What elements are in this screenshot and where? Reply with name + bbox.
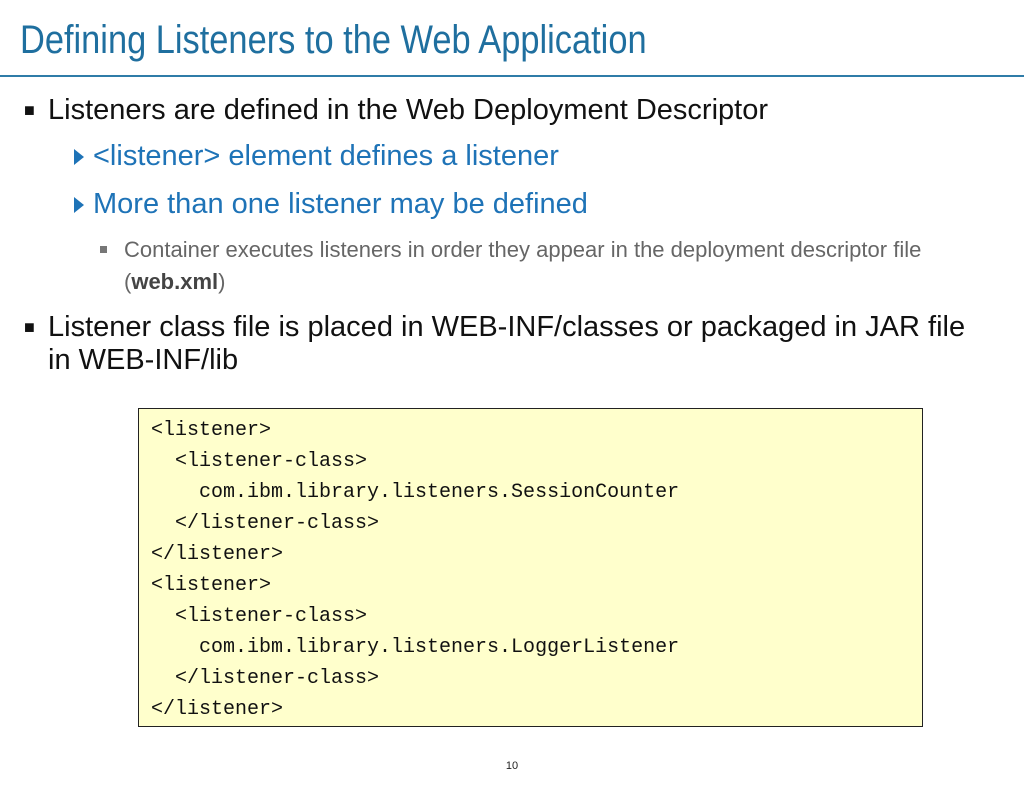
code-line: com.ibm.library.listeners.SessionCounter bbox=[151, 481, 680, 504]
sub-bullet-text: More than one listener may be defined bbox=[93, 188, 588, 220]
sub-sub-bullet-text: Container executes listeners in order th… bbox=[124, 237, 922, 294]
page-number: 10 bbox=[505, 760, 519, 772]
code-sample-box: <listener> <listener-class> com.ibm.libr… bbox=[138, 408, 923, 727]
filename-bold: web.xml bbox=[131, 269, 219, 294]
code-line: <listener> bbox=[151, 419, 272, 442]
code-line: <listener-class> bbox=[151, 450, 368, 473]
square-bullet-icon: ■ bbox=[24, 100, 35, 120]
triangle-bullet-icon bbox=[74, 197, 84, 213]
bullet-text: Listener class file is placed in WEB-INF… bbox=[48, 311, 966, 376]
code-line: </listener> bbox=[151, 698, 284, 721]
code-line: <listener-class> bbox=[151, 605, 368, 628]
sub-bullet-text: <listener> element defines a listener bbox=[93, 140, 559, 172]
code-line: com.ibm.library.listeners.LoggerListener bbox=[151, 636, 680, 659]
title-divider bbox=[0, 75, 1024, 77]
code-line: <listener> bbox=[151, 574, 272, 597]
slide-title: Defining Listeners to the Web Applicatio… bbox=[20, 18, 647, 62]
code-line: </listener> bbox=[151, 543, 284, 566]
triangle-bullet-icon bbox=[74, 149, 84, 165]
small-square-bullet-icon bbox=[100, 246, 107, 253]
code-line: </listener-class> bbox=[151, 512, 380, 535]
code-line: </listener-class> bbox=[151, 667, 380, 690]
bullet-text: Listeners are defined in the Web Deploym… bbox=[48, 94, 769, 126]
square-bullet-icon: ■ bbox=[24, 317, 35, 337]
